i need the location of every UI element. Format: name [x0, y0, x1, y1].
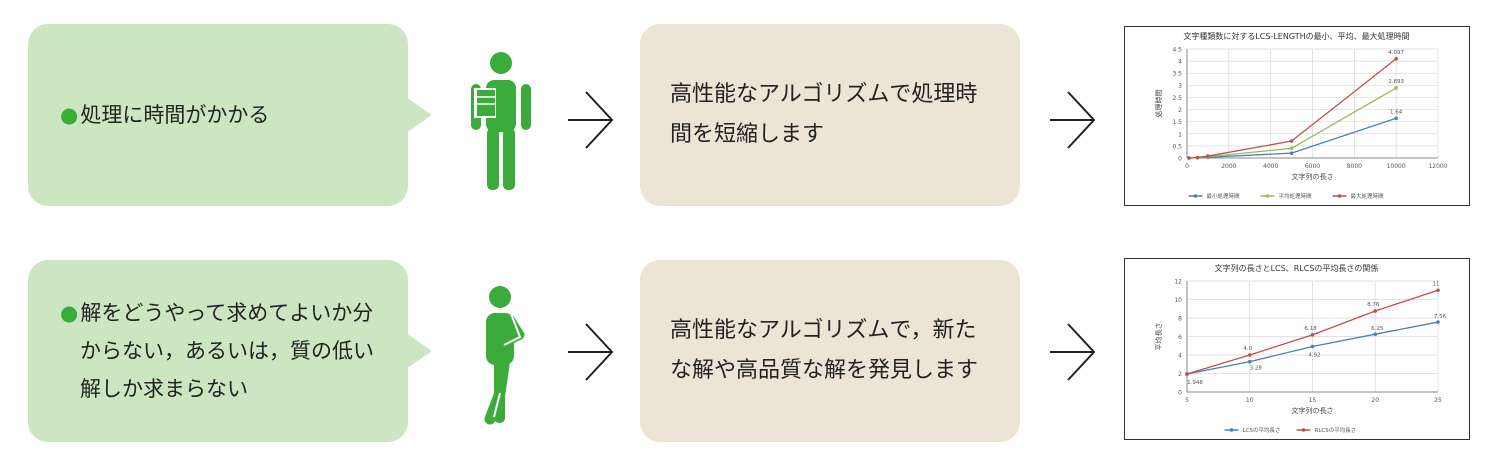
person-holding-document-icon [471, 52, 531, 190]
x-tick-label: 10 [1246, 397, 1254, 404]
data-point [1185, 372, 1189, 376]
x-tick-label: 0 [1185, 163, 1189, 170]
problem-bubble-2: ●解をどうやって求めてよいか分 からない，あるいは，質の低い 解しか求まらない [28, 260, 432, 442]
y-tick-label: 3 [1178, 83, 1182, 90]
y-tick-label: 2 [1178, 371, 1182, 378]
legend-label: RLCSの平均長さ [1315, 426, 1357, 434]
legend-marker [1301, 428, 1306, 432]
data-point [1373, 309, 1378, 313]
x-axis-label: 文字列の長さ [1292, 406, 1334, 415]
data-point [1373, 332, 1378, 336]
data-label: 1.64 [1390, 109, 1403, 115]
data-point [1394, 116, 1398, 121]
data-label: 2.893 [1388, 79, 1404, 85]
x-tick-label: 2000 [1221, 163, 1236, 170]
y-tick-label: 3.5 [1172, 71, 1182, 78]
data-label: 3.28 [1250, 366, 1263, 372]
y-tick-label: 0.5 [1172, 143, 1182, 150]
data-point [1289, 139, 1294, 143]
x-tick-label: 6000 [1305, 163, 1320, 170]
legend-marker [1265, 194, 1270, 198]
solution-text-2: 高性能なアルゴリズムで，新た な解や高品質な解を発見します [670, 318, 979, 383]
y-tick-label: 0 [1178, 390, 1182, 397]
arrow-right-icon [568, 91, 614, 149]
chart-2-svg: 文字列の長さとLCS、RLCSの平均長さの関係 0 2 4 6 8 10 12 5 10 15 20 2… [1154, 263, 1447, 434]
legend-label: 平均処理時間 [1279, 192, 1313, 200]
data-point [1394, 86, 1398, 90]
x-tick-label: 12000 [1428, 163, 1447, 170]
y-tick-label: 1.5 [1172, 119, 1182, 126]
legend-marker [1193, 194, 1198, 198]
y-tick-label: 1 [1178, 131, 1182, 138]
y-tick-label: 4.5 [1172, 47, 1182, 54]
y-tick-label: 10 [1174, 297, 1182, 304]
data-point [1187, 156, 1191, 160]
data-label: 4.92 [1308, 352, 1320, 358]
data-point [1195, 155, 1200, 160]
data-label: 6.18 [1304, 326, 1317, 332]
data-point [1310, 344, 1315, 349]
x-tick-label: 5 [1185, 397, 1189, 404]
data-label: 4.0 [1243, 346, 1252, 352]
data-label: 6.25 [1371, 326, 1384, 332]
solution-box-2: 高性能なアルゴリズムで，新た な解や高品質な解を発見します [640, 260, 1020, 442]
x-tick-label: 4000 [1263, 163, 1278, 170]
chart-1-svg: 文字種類数に対するLCS-LENGTHの最小、平均、最大処理時間 0 0.5 1 1.5… [1154, 31, 1448, 200]
arrow-right-icon [568, 323, 614, 381]
legend-marker [1229, 428, 1234, 432]
data-label: 1.948 [1187, 380, 1203, 386]
data-point [1247, 353, 1252, 357]
problem-text-1: ●処理に時間がかかる [60, 103, 270, 127]
problem-text-2: ●解をどうやって求めてよいか分 からない，あるいは，質の低い 解しか求まらない [60, 301, 374, 401]
y-tick-label: 12 [1174, 279, 1182, 286]
y-tick-label: 6 [1178, 334, 1182, 341]
legend-marker [1337, 194, 1342, 198]
x-tick-label: 20 [1371, 397, 1379, 404]
chart-title: 文字列の長さとLCS、RLCSの平均長さの関係 [1215, 263, 1379, 273]
y-tick-label: 4 [1178, 59, 1182, 66]
y-axis-label: 平均長さ [1154, 323, 1163, 351]
legend-label: 最小処理時間 [1207, 192, 1241, 200]
data-point [1436, 320, 1440, 324]
data-point [1289, 146, 1294, 151]
data-point [1289, 151, 1294, 155]
chart-1: 文字種類数に対するLCS-LENGTHの最小、平均、最大処理時間 0 0.5 1 1.5… [1124, 26, 1470, 206]
y-tick-label: 0 [1178, 156, 1182, 163]
problem-bubble-1: ●処理に時間がかかる [28, 24, 432, 206]
data-label: 8.76 [1367, 302, 1380, 308]
data-point [1394, 56, 1398, 61]
arrow-right-icon [1050, 91, 1096, 149]
x-tick-label: 8000 [1347, 163, 1362, 170]
data-point [1206, 154, 1210, 158]
bullet-icon: ● [60, 103, 79, 127]
chart-2: 文字列の長さとLCS、RLCSの平均長さの関係 0 2 4 6 8 10 12 5 10 15 20 2… [1124, 258, 1470, 440]
data-point [1436, 288, 1440, 293]
x-tick-label: 25 [1434, 397, 1442, 404]
x-axis-label: 文字列の長さ [1292, 172, 1334, 181]
y-tick-label: 8 [1178, 316, 1182, 323]
data-label: 7.56 [1434, 314, 1447, 320]
legend-label: LCSの平均長さ [1243, 426, 1281, 434]
y-tick-label: 4 [1178, 353, 1182, 360]
x-tick-label: 15 [1309, 397, 1317, 404]
bullet-icon: ● [60, 301, 79, 325]
solution-text-1: 高性能なアルゴリズムで処理時 間を短縮します [670, 82, 978, 147]
arrow-right-icon [1050, 323, 1096, 381]
y-tick-label: 2.5 [1172, 95, 1182, 102]
chart-title: 文字種類数に対するLCS-LENGTHの最小、平均、最大処理時間 [1183, 31, 1409, 41]
data-point [1310, 333, 1315, 337]
legend-label: 最大処理時間 [1351, 192, 1385, 200]
data-point [1247, 359, 1252, 364]
y-tick-label: 2 [1178, 107, 1182, 114]
y-axis-label: 処理時間 [1154, 90, 1163, 118]
data-label: 4.097 [1388, 50, 1404, 56]
x-tick-label: 10000 [1387, 163, 1406, 170]
series-line-2 [1189, 58, 1397, 159]
data-label: 11 [1433, 281, 1440, 287]
solution-box-1: 高性能なアルゴリズムで処理時 間を短縮します [640, 24, 1020, 206]
person-thinking-icon [484, 286, 525, 425]
